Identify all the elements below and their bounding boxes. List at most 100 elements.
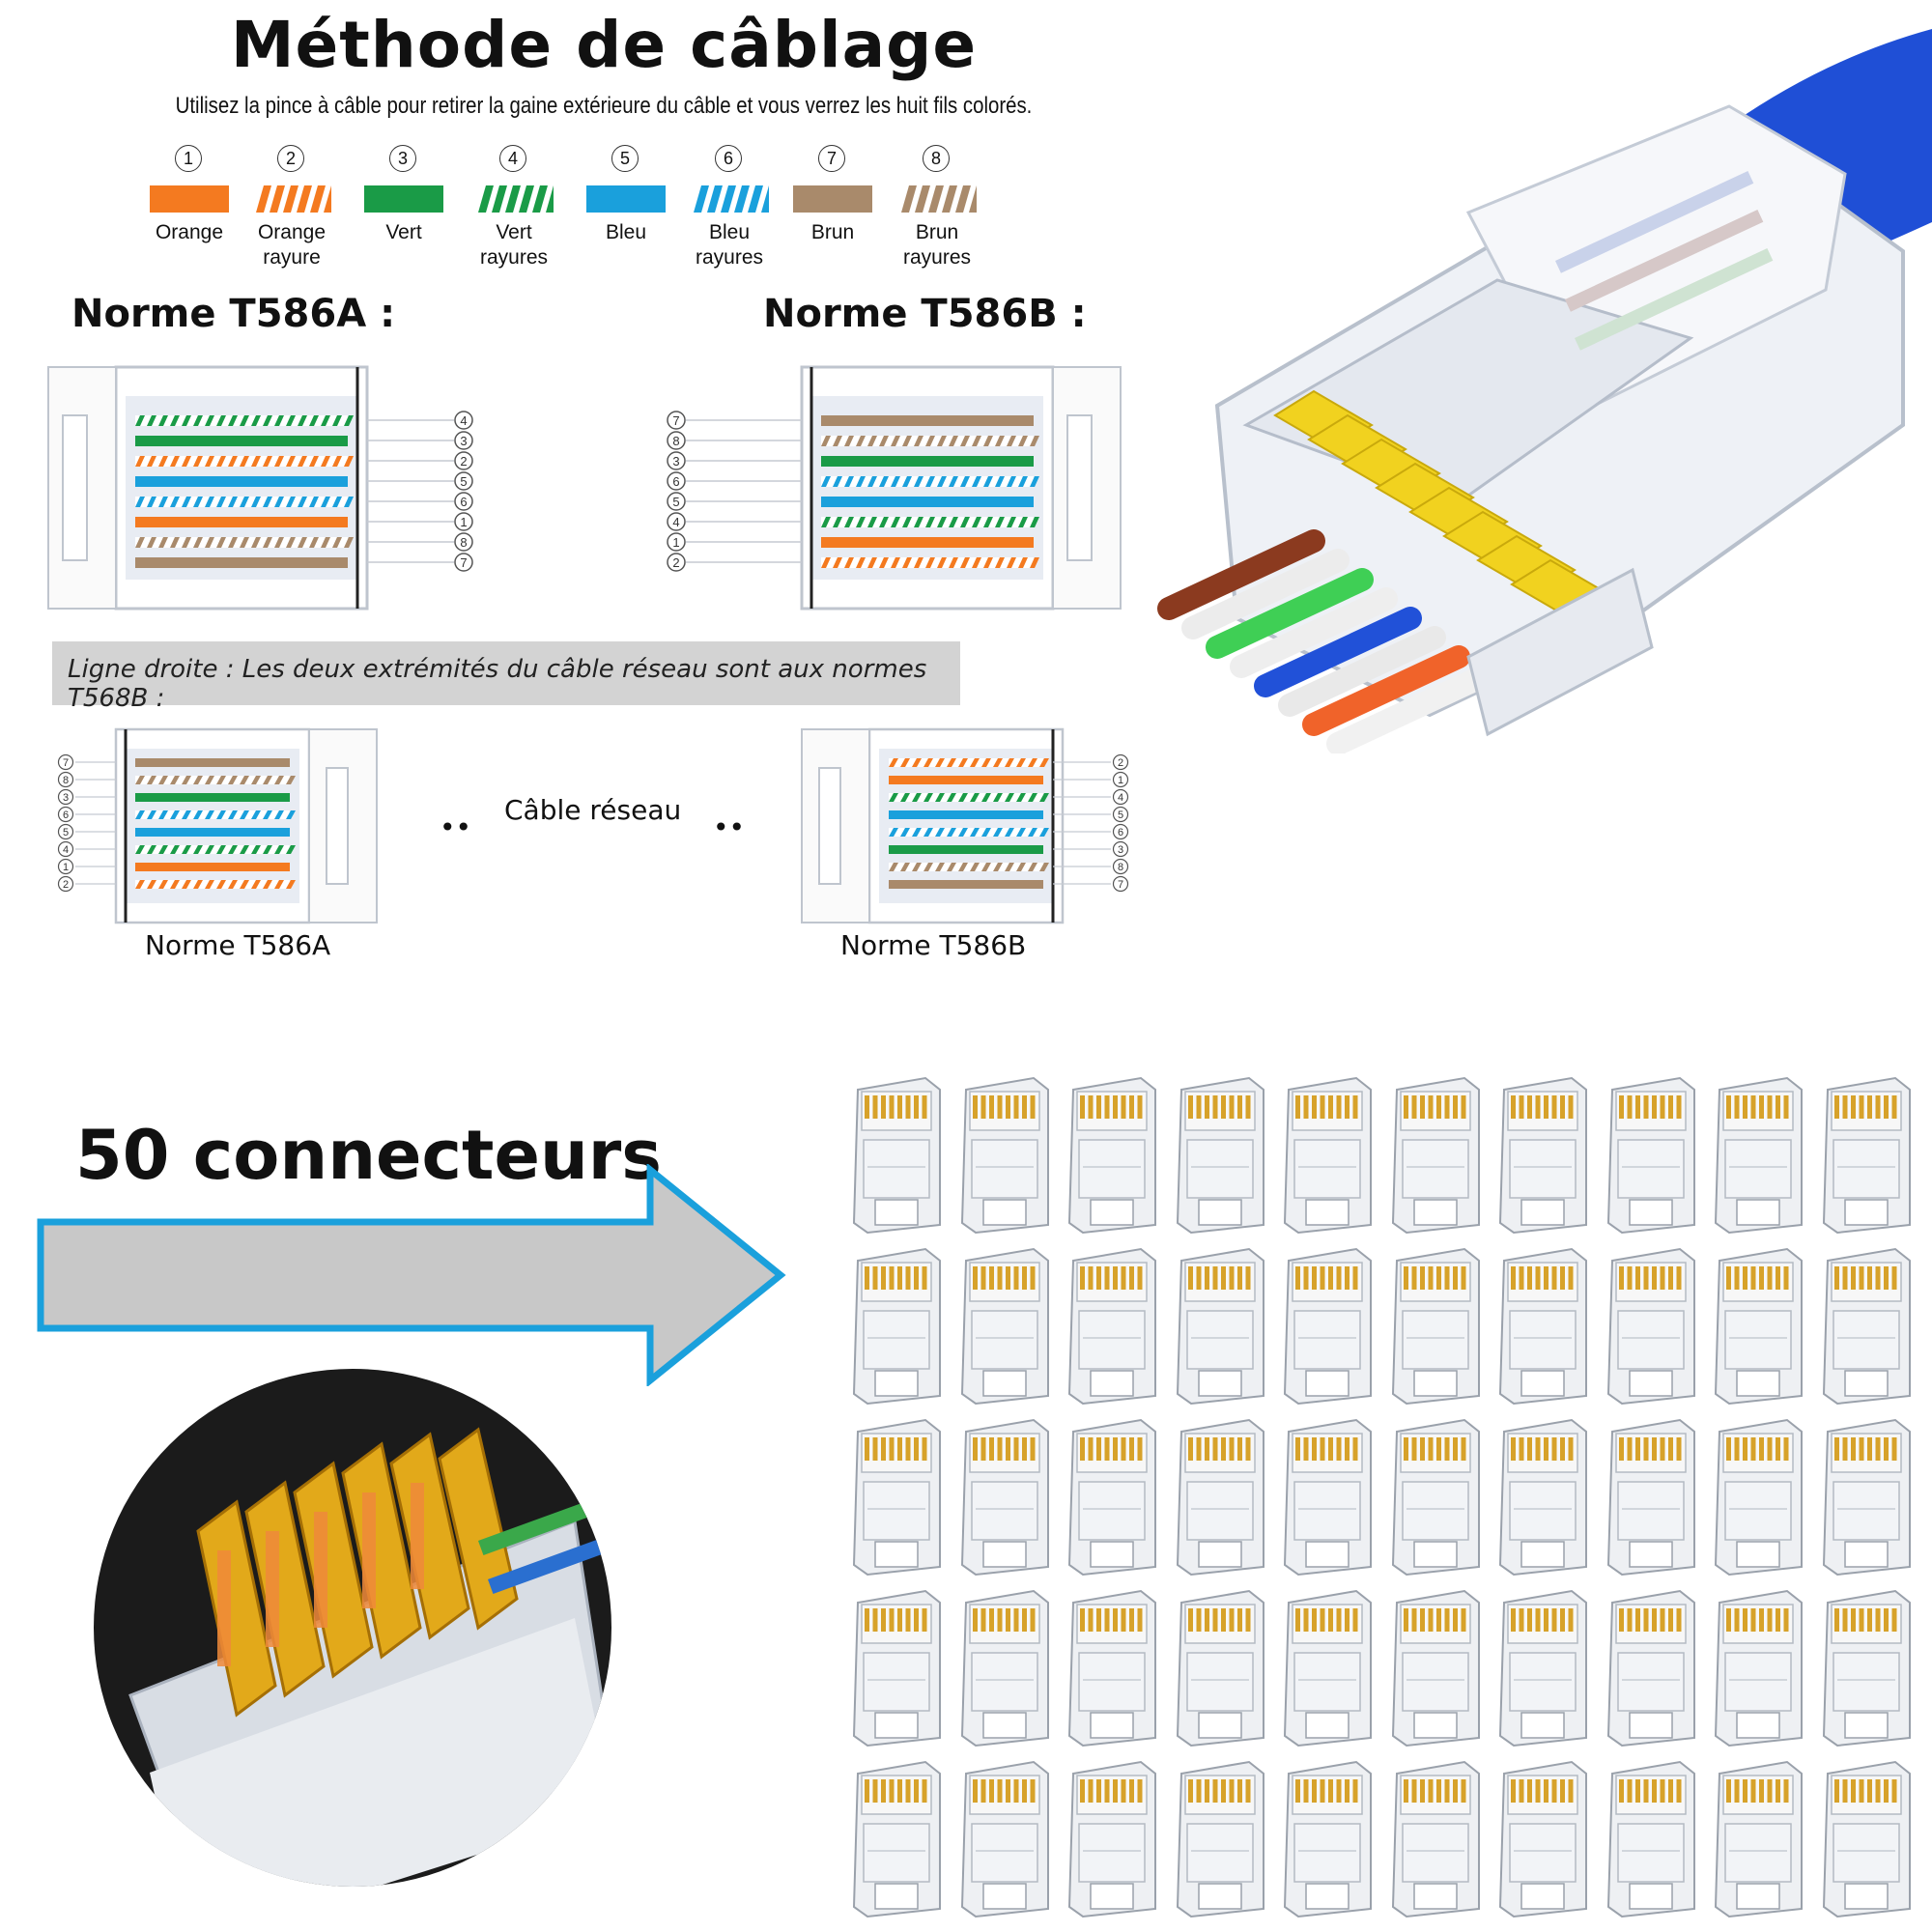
small-b-pin-8: [1112, 858, 1129, 875]
contact-closeup-image: [94, 1369, 611, 1887]
wire-number-8: 8: [923, 145, 950, 172]
small-a-pin-3: [57, 788, 74, 806]
small-b-pin-label-1: 1: [1118, 775, 1123, 786]
rj45-connector-icon: [1176, 1076, 1264, 1235]
rj45-connector-icon: [1714, 1247, 1803, 1406]
small-a-pin-label-3: 3: [63, 792, 69, 804]
caption-norme-b: Norme T586B: [840, 929, 1027, 961]
wire-number-5: 5: [611, 145, 639, 172]
norme-a-pin-label-8: 8: [460, 535, 467, 550]
wire-number-2: 2: [277, 145, 304, 172]
rj45-connector-icon: [1176, 1589, 1264, 1747]
norme-a-pin-6: [454, 492, 473, 511]
wire-swatch-7: [793, 185, 872, 213]
wire-swatch-1: [150, 185, 229, 213]
small-a-pin-6: [57, 806, 74, 823]
rj45-connector-icon: [1283, 1589, 1372, 1747]
rj45-connector-icon: [1067, 1760, 1156, 1918]
rj45-connector-icon: [1391, 1247, 1480, 1406]
page-subtitle: Utilisez la pince à câble pour retirer l…: [175, 93, 1033, 119]
small-a-pin-label-7: 7: [63, 757, 69, 769]
norme-b-pin-4: [667, 512, 686, 531]
norme-a-heading: Norme T586A :: [71, 292, 396, 336]
small-b-pin-7: [1112, 875, 1129, 893]
rj45-connector-icon: [1067, 1418, 1156, 1577]
rj45-connector-icon: [852, 1760, 941, 1918]
small-a-pin-label-1: 1: [63, 862, 69, 873]
rj45-connector-icon: [1176, 1247, 1264, 1406]
norme-a-pin-label-5: 5: [460, 474, 467, 489]
small-a-pin-label-2: 2: [63, 879, 69, 891]
norme-a-pin-label-6: 6: [460, 495, 467, 509]
rj45-connector-icon: [1822, 1418, 1911, 1577]
small-b-pin-label-6: 6: [1118, 827, 1123, 838]
norme-b-pin-label-6: 6: [672, 474, 679, 489]
norme-a-pin-label-7: 7: [460, 555, 467, 570]
rj45-connector-icon: [1176, 1418, 1264, 1577]
small-a-pin-4: [57, 840, 74, 858]
rj45-connector-icon: [1283, 1247, 1372, 1406]
cable-label: Câble réseau: [504, 794, 682, 826]
wire-label-5: Bleu: [605, 221, 647, 243]
rj45-connector-icon: [1714, 1418, 1803, 1577]
rj45-connector-icon: [1498, 1418, 1587, 1577]
norme-b-pin-label-1: 1: [672, 535, 679, 550]
small-b-pin-label-8: 8: [1118, 862, 1123, 873]
small-a-pin-7: [57, 753, 74, 771]
straight-line-banner: Ligne droite : Les deux extrémités du câ…: [52, 641, 960, 713]
norme-b-pin-label-4: 4: [672, 515, 679, 529]
wire-number-6: 6: [715, 145, 742, 172]
norme-b-pin-5: [667, 492, 686, 511]
rj45-connector-icon: [1391, 1076, 1480, 1235]
rj45-connector-icon: [1606, 1247, 1695, 1406]
small-b-pin-5: [1112, 806, 1129, 823]
wire-label-2: Orange rayure: [257, 221, 327, 269]
norme-b-pin-2: [667, 553, 686, 572]
small-a-pin-1: [57, 858, 74, 875]
small-a-pin-5: [57, 823, 74, 840]
wire-number-3: 3: [389, 145, 416, 172]
small-b-pin-4: [1112, 788, 1129, 806]
norme-b-heading: Norme T586B :: [763, 292, 1087, 336]
wire-swatch-6: [694, 185, 769, 213]
rj45-connector-icon: [1606, 1076, 1695, 1235]
cable-dots-left: ••: [440, 811, 472, 843]
small-b-pin-3: [1112, 840, 1129, 858]
wire-swatch-5: [586, 185, 666, 213]
small-a-pin-label-8: 8: [63, 775, 69, 786]
norme-b-pin-label-5: 5: [672, 495, 679, 509]
rj45-connector-icon: [1391, 1418, 1480, 1577]
small-b-pin-label-7: 7: [1118, 879, 1123, 891]
norme-a-pin-5: [454, 471, 473, 491]
rj45-connector-icon: [852, 1076, 941, 1235]
norme-b-pin-label-7: 7: [672, 413, 679, 428]
norme-a-pin-label-1: 1: [460, 515, 467, 529]
small-b-pin-label-2: 2: [1118, 757, 1123, 769]
rj45-connector-icon: [1067, 1076, 1156, 1235]
norme-a-pin-label-4: 4: [460, 413, 467, 428]
connectors-count-label: 50 connecteurs: [75, 1116, 662, 1195]
rj45-connector-icon: [1283, 1760, 1372, 1918]
rj45-connector-icon: [1283, 1418, 1372, 1577]
norme-a-pin-3: [454, 431, 473, 450]
rj45-connector-icon: [1822, 1247, 1911, 1406]
wire-swatch-3: [364, 185, 443, 213]
small-b-pin-1: [1112, 771, 1129, 788]
small-a-pin-2: [57, 875, 74, 893]
norme-b-pin-3: [667, 451, 686, 470]
wire-swatch-2: [256, 185, 331, 213]
rj45-connector-icon: [1176, 1760, 1264, 1918]
rj45-connector-icon: [1606, 1589, 1695, 1747]
rj45-connector-icon: [1606, 1760, 1695, 1918]
rj45-plug-illustration: [1157, 29, 1932, 753]
rj45-connector-icon: [1822, 1589, 1911, 1747]
wire-number-1: 1: [175, 145, 202, 172]
wire-number-4: 4: [499, 145, 526, 172]
rj45-connector-icon: [1714, 1760, 1803, 1918]
wire-label-8: Brun rayures: [902, 221, 972, 269]
rj45-connector-icon: [1498, 1760, 1587, 1918]
cable-dots-right: ••: [713, 811, 746, 843]
wire-label-3: Vert: [385, 221, 422, 243]
